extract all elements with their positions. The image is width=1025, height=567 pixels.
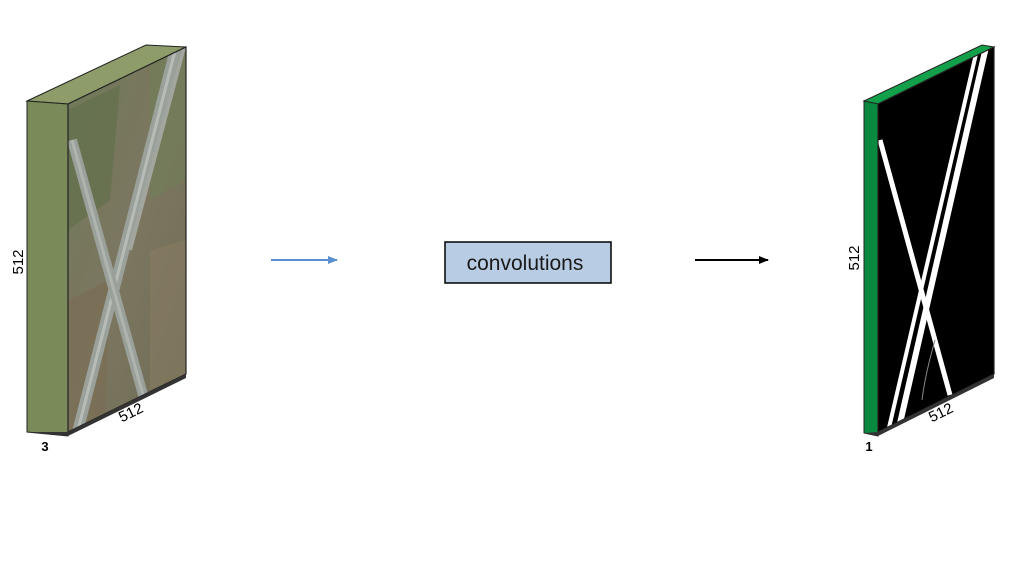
road-mask-image bbox=[878, 47, 994, 432]
aerial-image bbox=[68, 47, 186, 432]
output-channels-label: 1 bbox=[865, 439, 872, 454]
input-tensor-side-face bbox=[26, 100, 69, 437]
convolutions-box: convolutions bbox=[444, 241, 612, 284]
output-tensor bbox=[862, 44, 996, 437]
convolutions-label: convolutions bbox=[467, 252, 584, 275]
input-height-label: 512 bbox=[10, 249, 27, 274]
input-channels-label: 3 bbox=[41, 439, 48, 454]
output-height-label: 512 bbox=[846, 245, 863, 270]
input-tensor bbox=[25, 44, 187, 437]
output-tensor-side-face bbox=[863, 100, 879, 437]
